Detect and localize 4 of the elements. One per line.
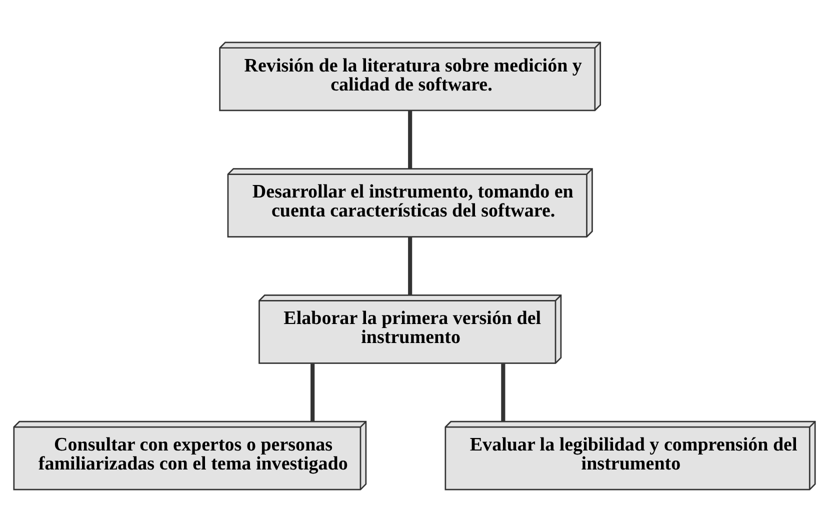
connector [408,237,412,296]
connector [310,364,315,422]
connector [408,110,412,169]
connector [501,364,506,422]
